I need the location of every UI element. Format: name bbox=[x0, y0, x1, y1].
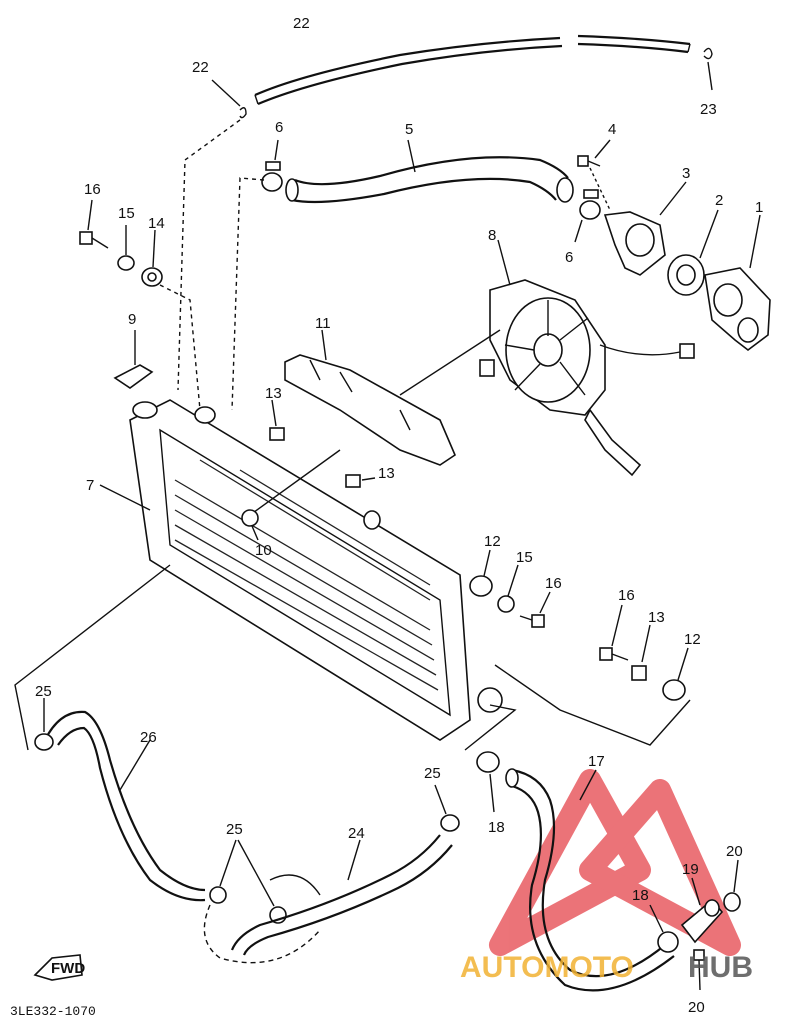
watermark-logo bbox=[489, 769, 741, 956]
label-part-5: 5 bbox=[405, 121, 413, 138]
bolt-16-right bbox=[599, 604, 629, 661]
collar-13-right bbox=[631, 624, 651, 681]
label-part-14: 14 bbox=[148, 215, 165, 232]
label-part-3: 3 bbox=[682, 165, 690, 182]
label-part-13-mid: 13 bbox=[378, 465, 395, 482]
watermark-text-b: HUB bbox=[688, 951, 753, 984]
baffle-11 bbox=[284, 329, 456, 466]
clamp-18-bottom bbox=[649, 904, 679, 953]
hose-22 bbox=[254, 34, 691, 106]
label-part-17: 17 bbox=[588, 753, 605, 770]
fwd-arrow-icon: FWD bbox=[33, 954, 85, 981]
grommet-12-mid bbox=[469, 549, 493, 597]
radiator-7 bbox=[99, 399, 503, 741]
hose-5 bbox=[285, 139, 574, 204]
label-part-6-right: 6 bbox=[565, 249, 573, 266]
bolt-20 bbox=[693, 949, 705, 991]
bolt-16-top bbox=[79, 199, 109, 249]
label-part-25-center: 25 bbox=[226, 821, 243, 838]
label-part-25-right: 25 bbox=[424, 765, 441, 782]
label-part-20: 20 bbox=[688, 999, 705, 1016]
clip-23-left bbox=[211, 79, 247, 119]
label-part-23-right: 23 bbox=[700, 101, 717, 118]
label-part-26: 26 bbox=[140, 729, 157, 746]
label-part-16-top: 16 bbox=[84, 181, 101, 198]
label-part-12-right: 12 bbox=[684, 631, 701, 648]
clamp-6-right bbox=[574, 189, 601, 243]
drawing-code: 3LE332-1070 bbox=[10, 1004, 96, 1019]
watermark-text-a: AUTOMOTO bbox=[460, 951, 634, 984]
cap-9 bbox=[113, 330, 154, 389]
label-part-13-right: 13 bbox=[648, 609, 665, 626]
label-part-24: 24 bbox=[348, 825, 365, 842]
thermostat-cover-3 bbox=[603, 181, 687, 276]
fan-8 bbox=[479, 239, 695, 477]
grommet-14 bbox=[141, 229, 163, 287]
label-part-1: 1 bbox=[755, 199, 763, 216]
collar-13-top bbox=[269, 399, 285, 441]
radiator-fins bbox=[174, 459, 439, 691]
label-part-21: 20 bbox=[726, 843, 743, 860]
label-part-4: 4 bbox=[608, 121, 616, 138]
bolt-4 bbox=[577, 139, 611, 211]
label-part-12-mid: 12 bbox=[484, 533, 501, 550]
label-part-22: 22 bbox=[293, 15, 310, 32]
label-part-15-mid: 15 bbox=[516, 549, 533, 566]
clamp-18-top bbox=[476, 751, 500, 813]
hose-24 bbox=[203, 834, 453, 964]
clip-23-right bbox=[703, 47, 713, 91]
label-part-13-top: 13 bbox=[265, 385, 282, 402]
watermark-text: AUTOMOTO HUB bbox=[460, 951, 753, 984]
clamp-25-center bbox=[209, 839, 287, 924]
clamp-25-right bbox=[434, 784, 460, 832]
label-part-25-left: 25 bbox=[35, 683, 52, 700]
grommet-12-right bbox=[662, 647, 689, 701]
clamp-25-left bbox=[34, 698, 54, 751]
part-labels: 22 22 23 6 5 4 3 2 1 6 16 15 14 8 9 11 1… bbox=[35, 15, 763, 1016]
label-part-16-right: 16 bbox=[618, 587, 635, 604]
thermostat-housing-1 bbox=[704, 214, 771, 352]
bolt-16-mid bbox=[519, 591, 551, 628]
label-part-15-top: 15 bbox=[118, 205, 135, 222]
thermostat-2 bbox=[667, 209, 719, 296]
label-part-16-mid: 16 bbox=[545, 575, 562, 592]
fwd-label: FWD bbox=[51, 960, 85, 977]
hose-26 bbox=[44, 710, 206, 902]
label-part-11: 11 bbox=[315, 315, 331, 332]
label-part-18-bottom: 18 bbox=[632, 887, 649, 904]
label-part-7: 7 bbox=[86, 477, 94, 494]
fitting-19 bbox=[680, 877, 724, 944]
label-part-23-left: 22 bbox=[192, 59, 209, 76]
reference-lines bbox=[14, 119, 691, 751]
washer-15-mid bbox=[497, 564, 519, 613]
hose-17 bbox=[505, 768, 675, 992]
nut-10 bbox=[241, 509, 259, 541]
o-ring-21 bbox=[723, 859, 741, 912]
label-part-19: 19 bbox=[682, 861, 699, 878]
label-part-6-left: 6 bbox=[275, 119, 283, 136]
label-part-9: 9 bbox=[128, 311, 136, 328]
label-part-2: 2 bbox=[715, 192, 723, 209]
washer-15-top bbox=[117, 225, 135, 271]
label-part-8: 8 bbox=[488, 227, 496, 244]
collar-13-mid bbox=[345, 474, 376, 488]
label-part-18-top: 18 bbox=[488, 819, 505, 836]
clamp-6-left bbox=[261, 139, 283, 192]
label-part-10: 10 bbox=[255, 542, 272, 559]
